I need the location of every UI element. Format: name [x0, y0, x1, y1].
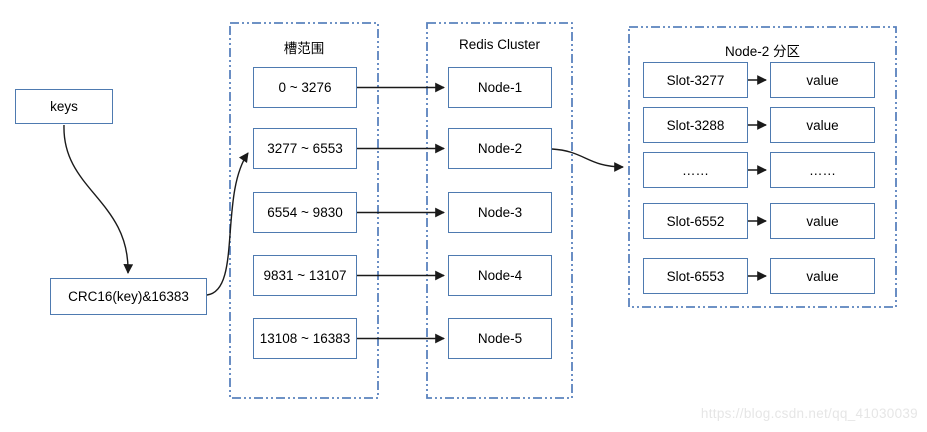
slot-range-box-4: 9831 ~ 13107: [253, 255, 357, 296]
node-5-box: Node-5: [448, 318, 552, 359]
partition-slot-box-3: ……: [643, 152, 748, 188]
node-2-box: Node-2: [448, 128, 552, 169]
slot-range-box-5: 13108 ~ 16383: [253, 318, 357, 359]
partition-value-box-2: value: [770, 107, 875, 143]
redis-cluster-panel-title: Redis Cluster: [458, 37, 541, 52]
crc16-hash-box: CRC16(key)&16383: [50, 278, 207, 315]
partition-value-box-3: ……: [770, 152, 875, 188]
partition-slot-box-2: Slot-3288: [643, 107, 748, 143]
node2-partition-panel-title: Node-2 分区: [724, 44, 801, 59]
partition-value-box-5: value: [770, 258, 875, 294]
partition-slot-box-1: Slot-3277: [643, 62, 748, 98]
partition-value-box-4: value: [770, 203, 875, 239]
slot-range-box-1: 0 ~ 3276: [253, 67, 357, 108]
slot-range-panel-title: 槽范围: [283, 41, 325, 56]
slot-range-box-3: 6554 ~ 9830: [253, 192, 357, 233]
partition-slot-box-4: Slot-6552: [643, 203, 748, 239]
node-4-box: Node-4: [448, 255, 552, 296]
partition-slot-box-5: Slot-6553: [643, 258, 748, 294]
arrow-keys-to-hash: [63, 124, 134, 274]
node-3-box: Node-3: [448, 192, 552, 233]
keys-box: keys: [15, 89, 113, 124]
partition-value-box-1: value: [770, 62, 875, 98]
node-1-box: Node-1: [448, 67, 552, 108]
watermark-text: https://blog.csdn.net/qq_41030039: [700, 406, 918, 421]
slot-range-box-2: 3277 ~ 6553: [253, 128, 357, 169]
